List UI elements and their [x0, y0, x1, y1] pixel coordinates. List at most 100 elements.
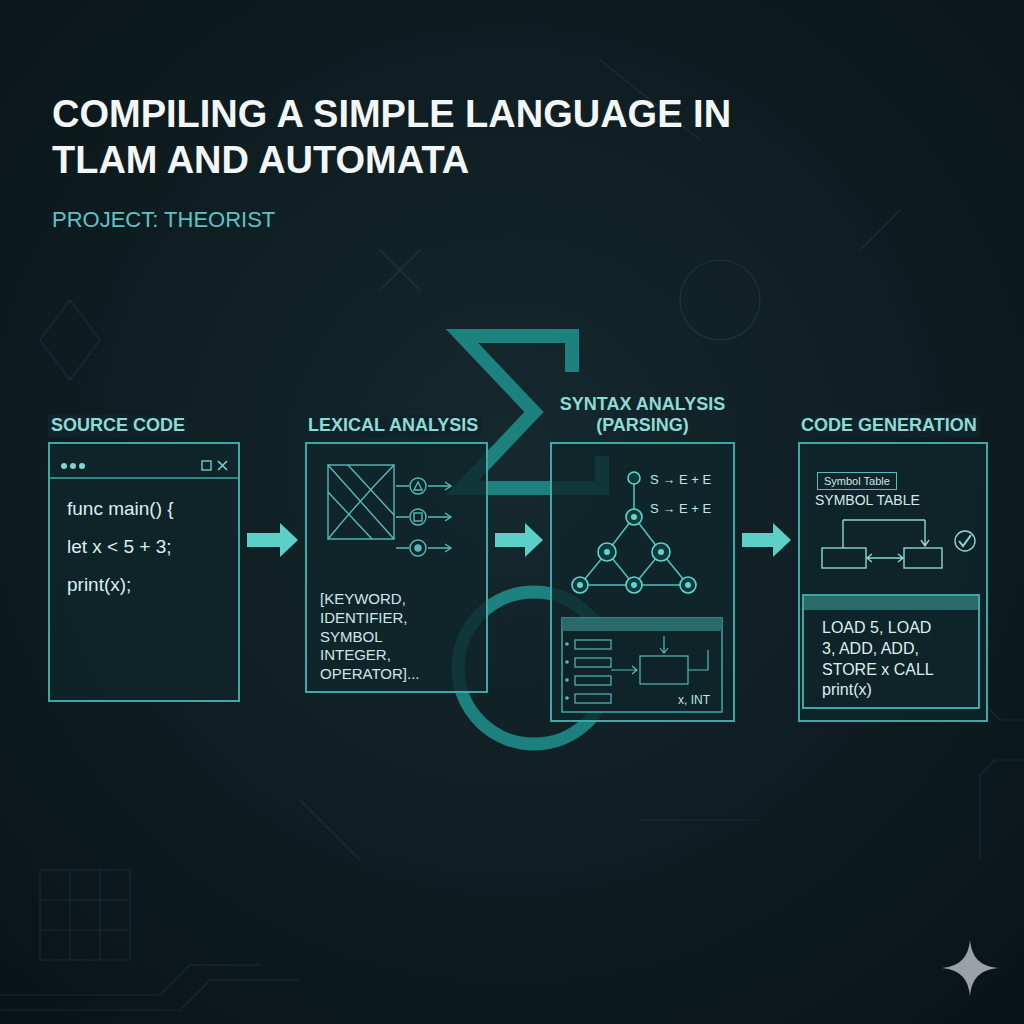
source-panel: SOURCE CODEfunc main() {let x < 5 + 3;pr…: [48, 442, 240, 702]
arrow-shaft: [742, 533, 774, 547]
faint-circle: [680, 260, 760, 340]
check-mark: [959, 535, 971, 546]
tree-core: [577, 582, 583, 588]
grammar-rule: S → E + E: [650, 472, 711, 487]
header-bar: [804, 596, 978, 610]
flow-arrow: [495, 523, 543, 557]
flow-arrow: [247, 523, 298, 557]
list-row: [575, 676, 611, 685]
semantic-window: [562, 618, 722, 712]
flow-arrow: [742, 523, 791, 557]
window-dot: [79, 463, 85, 469]
register-box: [822, 548, 866, 568]
sparkle-mark: [942, 940, 998, 996]
state-arrowheads: [445, 482, 451, 552]
faint-cross: [380, 250, 420, 290]
code-line: func main() {: [67, 498, 174, 520]
list-rows: [575, 636, 708, 703]
output-window: LOAD 5, LOAD 3, ADD, ADD, STORE x CALL p…: [802, 594, 980, 709]
stage-heading: CODE GENERATION: [798, 415, 980, 437]
list-dot: [565, 678, 569, 682]
token-state: [410, 478, 426, 494]
code-line: print(x);: [67, 574, 131, 596]
window-divider: [50, 477, 238, 479]
type-arrows: [611, 636, 708, 674]
arrow-head: [773, 523, 791, 557]
inner-window: [562, 618, 722, 712]
state-glyph: [415, 545, 421, 551]
tree-node: [652, 543, 670, 561]
tree-node: [572, 577, 588, 593]
arrow-head: [280, 523, 298, 557]
token-list: [KEYWORD, IDENTIFIER, SYMBOL INTEGER, OP…: [320, 590, 435, 684]
stage-heading: SYNTAX ANALYSIS (PARSING): [540, 394, 745, 437]
state-glyph: [414, 482, 422, 490]
tree-node: [628, 472, 640, 484]
list-dot: [565, 642, 569, 646]
project-subtitle: PROJECT: THEORIST: [52, 207, 275, 233]
codegen-panel: CODE GENERATIONSYMBOL TABLESymbol TableL…: [798, 442, 988, 722]
panel-fill: [48, 442, 240, 702]
type-box: [640, 656, 688, 684]
tree-core: [604, 549, 610, 555]
automaton-lines: [328, 465, 394, 539]
tree-edges: [580, 478, 688, 585]
stage-heading: SOURCE CODE: [48, 415, 188, 437]
parse-tree: [572, 472, 696, 593]
section-label: SYMBOL TABLE: [815, 492, 920, 508]
arrow-shaft: [247, 533, 281, 547]
tree-node: [598, 543, 616, 561]
tree-core: [631, 514, 637, 520]
window-maximize: [202, 461, 211, 470]
codegen-sketch: [822, 520, 975, 568]
tree-node: [626, 577, 642, 593]
faint-circuit: [0, 965, 300, 1010]
tree-node-cores: [577, 514, 691, 588]
tree-core: [658, 549, 664, 555]
token-state: [410, 509, 426, 525]
panel-fill: [550, 442, 735, 722]
window-chrome: [50, 461, 238, 478]
window-close: [218, 461, 227, 470]
state-links: [396, 486, 409, 548]
faint-decor: [0, 60, 1024, 1010]
register-link: [867, 554, 903, 562]
list-dots: [565, 642, 569, 700]
faint-diamond: [40, 300, 100, 380]
type-annotation: x, INT: [678, 693, 710, 707]
symbol-table-tag: Symbol Table: [817, 472, 897, 490]
state-arrows: [428, 486, 450, 548]
tag-text: Symbol Table: [824, 474, 890, 488]
panel-fill: [305, 442, 488, 693]
panel-fill: [798, 442, 988, 722]
stage-heading: LEXICAL ANALYSIS: [305, 415, 481, 437]
tree-core: [685, 582, 691, 588]
panel-fills: [48, 442, 988, 722]
list-row: [575, 658, 611, 667]
state-glyph: [414, 513, 422, 521]
register-box: [904, 548, 942, 568]
list-row: [575, 694, 611, 703]
token-state: [410, 540, 426, 556]
list-dot: [565, 696, 569, 700]
automaton-frame: [328, 465, 394, 539]
tree-node: [626, 509, 642, 525]
diagram-title: COMPILING A SIMPLE LANGUAGE IN TLAM AND …: [52, 92, 772, 183]
tree-node: [680, 577, 696, 593]
check-circle: [955, 531, 975, 551]
code-line: let x < 5 + 3;: [67, 536, 172, 558]
automaton-sketch: [328, 465, 451, 556]
symbol-links: [843, 520, 929, 548]
faint-grid: [40, 870, 130, 960]
list-dot: [565, 660, 569, 664]
tree-core: [631, 582, 637, 588]
lexer-panel: LEXICAL ANALYSIS[KEYWORD, IDENTIFIER, SY…: [305, 442, 488, 693]
list-row: [575, 640, 611, 649]
grammar-rule: S → E + E: [650, 501, 711, 516]
window-dot: [70, 463, 76, 469]
tree-nodes: [572, 472, 696, 593]
arrow-head: [525, 523, 543, 557]
